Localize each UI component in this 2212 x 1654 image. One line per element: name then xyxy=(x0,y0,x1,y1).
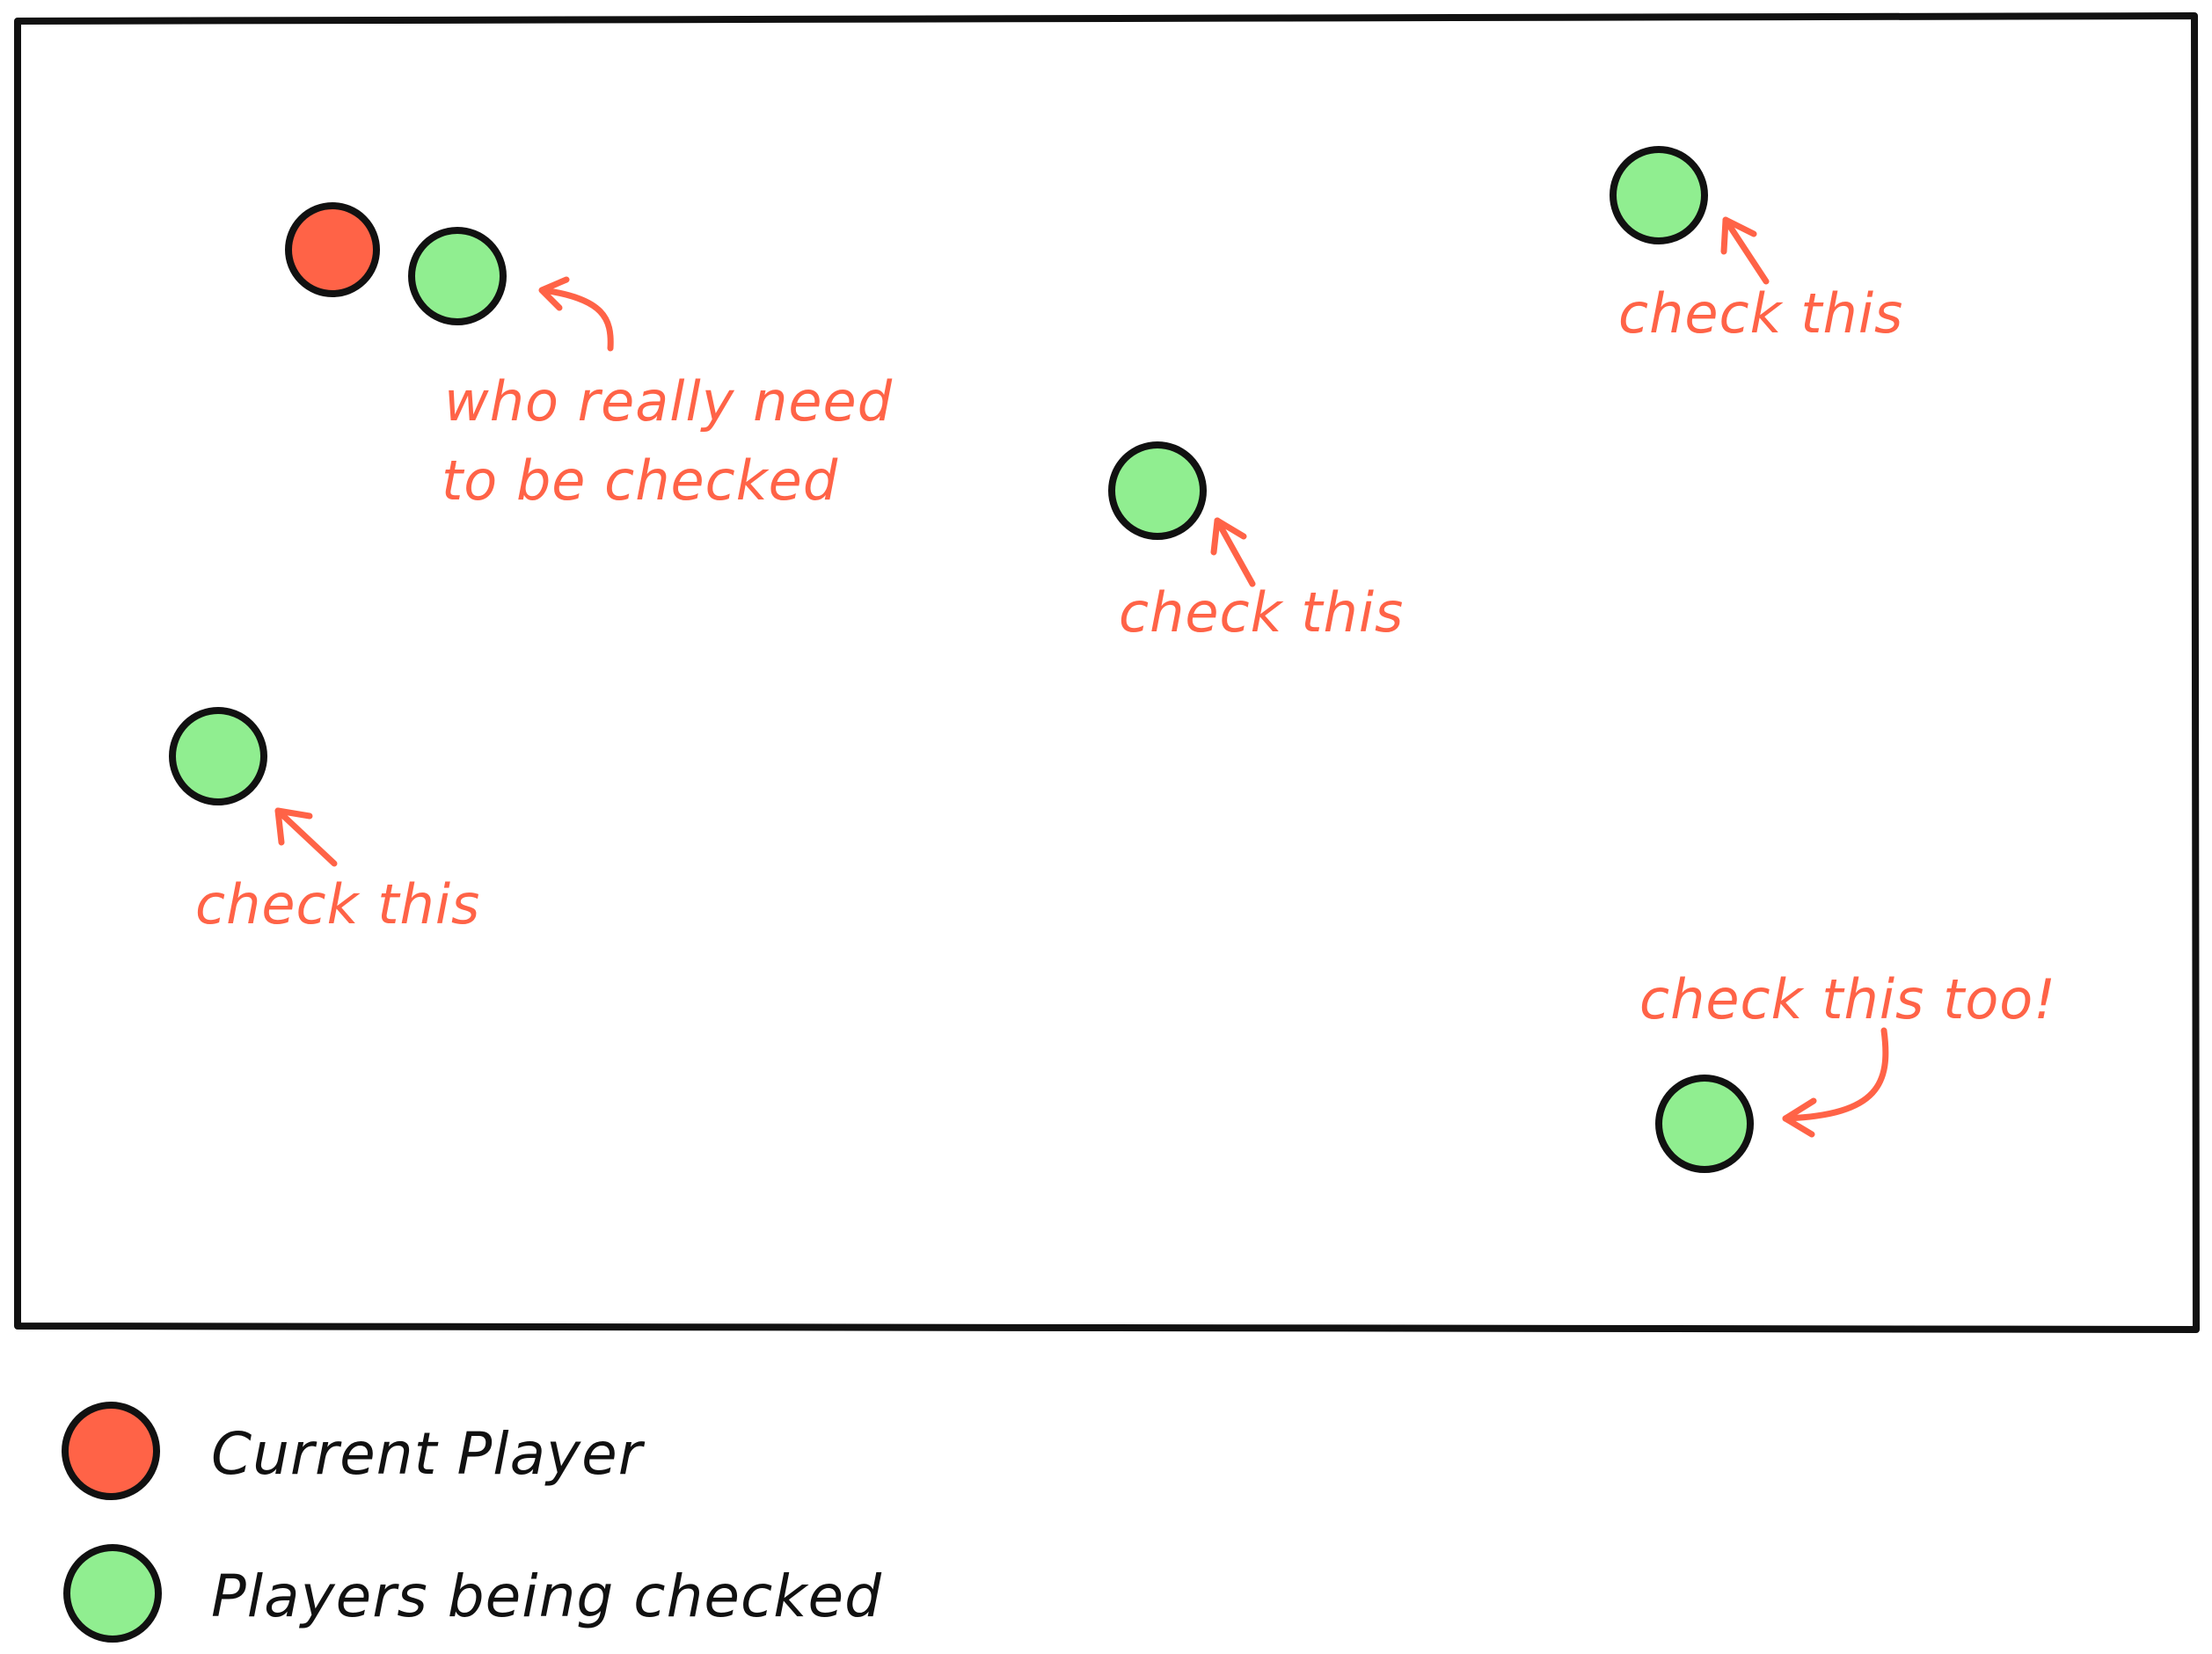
legend: Current Player Players being checked xyxy=(62,1402,882,1643)
arrow-bottom-right xyxy=(1782,1027,1889,1138)
legend-current-player-label: Current Player xyxy=(211,1420,646,1488)
annotation-top-left-line1: who really need xyxy=(444,369,893,434)
checked-player-dot-bottom-right xyxy=(1655,1075,1754,1173)
legend-checked-player-icon xyxy=(63,1544,162,1643)
annotation-bottom-right: check this too! xyxy=(1639,967,2056,1031)
arrow-near-player xyxy=(538,276,614,352)
arrow-left xyxy=(274,807,338,867)
legend-current-player-icon xyxy=(62,1402,160,1500)
annotation-top-left-line2: to be checked xyxy=(442,448,838,513)
annotation-left: check this xyxy=(195,872,480,936)
arrow-top-right xyxy=(1720,216,1770,285)
checked-player-dot-center xyxy=(1108,441,1207,540)
game-field-border xyxy=(14,12,2200,1333)
annotation-center: check this xyxy=(1119,580,1404,645)
checked-player-dot-top-right xyxy=(1610,146,1708,244)
checked-player-dot-left xyxy=(169,707,267,805)
annotation-top-right: check this xyxy=(1618,281,1903,346)
arrow-center xyxy=(1210,517,1256,587)
checked-player-dot-near xyxy=(408,227,507,325)
current-player-dot xyxy=(285,202,380,297)
legend-players-being-checked-label: Players being checked xyxy=(211,1563,882,1630)
